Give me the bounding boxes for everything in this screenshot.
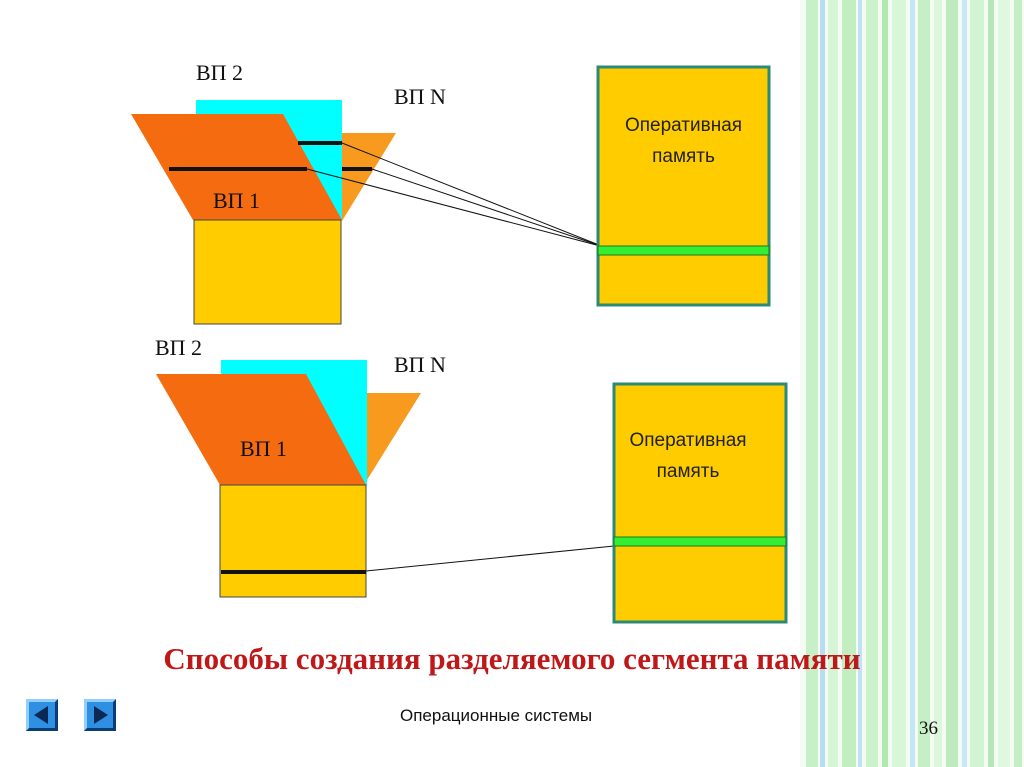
slide-title: Способы создания разделяемого сегмента п… [163, 641, 861, 676]
ram-label-bottom: Оперативная память [614, 425, 762, 487]
ram-box-bottom [612, 382, 788, 624]
shared-memory-diagram [131, 65, 788, 624]
mapping-line-3 [306, 168, 605, 248]
triangle-left-icon [34, 706, 48, 724]
mapping-line-2 [371, 168, 605, 248]
label-vpn-bottom: ВП N [394, 352, 446, 377]
label-vpn-top: ВП N [394, 84, 446, 109]
mapping-line-bottom [365, 545, 615, 572]
label-vp2-bottom: ВП 2 [155, 335, 203, 360]
ram-label-line1: Оперативная [624, 115, 743, 136]
mapping-line-1 [341, 142, 605, 248]
ram-label-line2: память [652, 146, 715, 167]
vpn-segment-bottom [350, 393, 421, 480]
ram-label-top: Оперативная память [598, 110, 769, 172]
ram-label-line2: память [656, 461, 720, 482]
label-vp2-top: ВП 2 [196, 60, 244, 85]
bottom-diagram [156, 360, 788, 624]
vp1-segment-bottom [156, 374, 366, 485]
ram-box-top [596, 65, 771, 307]
footer-course-name: Операционные системы [400, 706, 593, 725]
shared-segment-top [597, 245, 770, 256]
vp1-box-bottom [219, 484, 367, 598]
decorative-stripes [800, 0, 1024, 767]
next-slide-button[interactable] [84, 699, 116, 731]
vpn-segment-top [330, 133, 396, 221]
label-vp1-top: ВП 1 [213, 188, 261, 213]
triangle-right-icon [94, 706, 108, 724]
top-diagram [131, 65, 771, 325]
page-number: 36 [919, 718, 938, 739]
shared-segment-bottom [613, 536, 787, 547]
ram-label-line1: Оперативная [629, 430, 747, 451]
label-vp1-bottom: ВП 1 [240, 436, 288, 461]
prev-slide-button[interactable] [26, 699, 58, 731]
vp1-box-top [193, 219, 342, 325]
